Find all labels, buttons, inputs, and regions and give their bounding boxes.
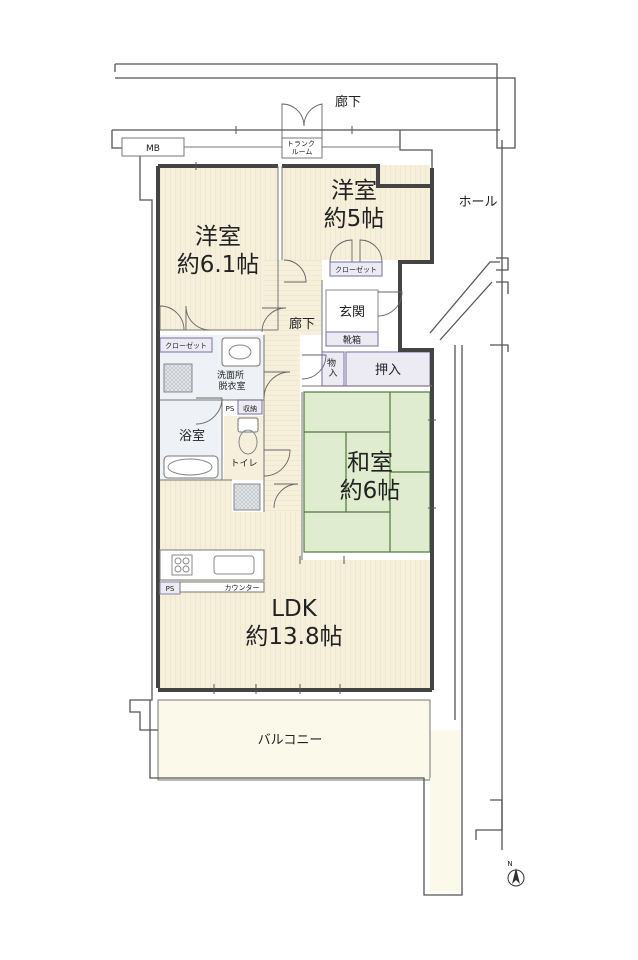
north-arrow-icon: N xyxy=(507,860,525,887)
counter-label: カウンター xyxy=(225,583,260,592)
corridor-top-label: 廊下 xyxy=(335,94,361,110)
hall-label: ホール xyxy=(458,195,497,210)
storage-small-label: 物 入 xyxy=(327,357,339,379)
entrance-label: 玄関 xyxy=(339,305,365,320)
japanese-room xyxy=(303,391,431,553)
closet-2-label: クローゼット xyxy=(335,265,377,274)
oshiire xyxy=(345,351,431,387)
trunk-room-label: トランク ルーム xyxy=(287,140,317,156)
storage-label: 収納 xyxy=(243,404,257,413)
trunk-room-line1: トランク xyxy=(287,140,315,148)
japanese-room-size: 約6帖 xyxy=(340,478,401,504)
storage-small-line1: 物 xyxy=(327,357,336,369)
ps-1-label: PS xyxy=(226,405,235,413)
closet-1-label: クローゼット xyxy=(165,341,207,350)
inner-corridor-floor xyxy=(264,260,322,560)
hall-diagonal-walls xyxy=(429,261,500,760)
ldk-size: 約13.8帖 xyxy=(245,624,342,650)
mb-label: MB xyxy=(146,144,160,154)
trunk-room-line2: ルーム xyxy=(292,148,313,156)
storage-small-line2: 入 xyxy=(328,368,337,379)
western-room-2-size: 約5帖 xyxy=(324,206,385,232)
doors xyxy=(159,103,403,509)
western-room-1-floor xyxy=(160,165,278,330)
outer-corridor-lines xyxy=(114,63,516,850)
window-marks xyxy=(195,126,436,694)
inner-corridor-label: 廊下 xyxy=(289,316,315,332)
washroom-line2: 脱衣室 xyxy=(218,380,245,392)
ldk-floor xyxy=(160,480,430,688)
western-room-2-name: 洋室 xyxy=(331,178,377,204)
entrance-floor xyxy=(325,289,379,333)
toilet-label: トイレ xyxy=(230,459,257,469)
washroom-label: 洗面所 脱衣室 xyxy=(217,369,247,392)
top-strip xyxy=(121,137,400,159)
oshiire-label: 押入 xyxy=(375,363,401,378)
ps-2-label: PS xyxy=(166,585,175,593)
closet-2 xyxy=(329,261,383,277)
western-room-1-name: 洋室 xyxy=(195,224,241,250)
shoe-box-label: 靴箱 xyxy=(343,334,361,346)
balcony-area xyxy=(149,699,463,896)
bath-label: 浴室 xyxy=(179,428,205,444)
fixtures xyxy=(159,337,265,595)
washroom-line1: 洗面所 xyxy=(217,369,244,381)
japanese-room-name: 和室 xyxy=(347,450,393,476)
shoe-box xyxy=(325,331,379,347)
western-room-1-size: 約6.1帖 xyxy=(177,252,260,278)
north-label: N xyxy=(507,860,512,868)
balcony-label: バルコニー xyxy=(258,733,323,748)
ldk-name: LDK xyxy=(271,596,318,622)
western-room-2-floor xyxy=(282,165,430,260)
